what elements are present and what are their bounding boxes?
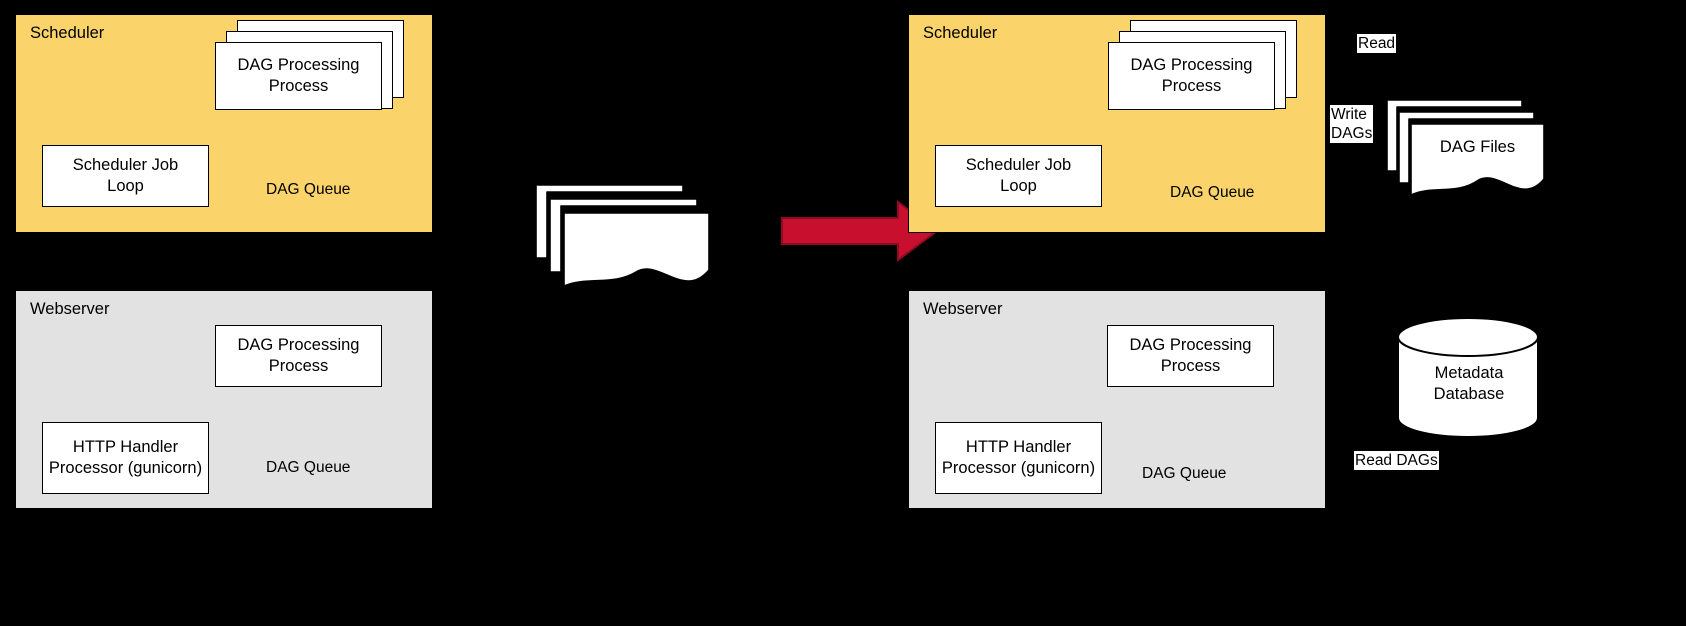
left-scheduler-dag-processing-label: DAG Processing Process	[237, 56, 360, 95]
right-scheduler-dag-processing-process[interactable]: DAG Processing Process	[1108, 42, 1275, 110]
metadata-database-label: Metadata Database	[1433, 364, 1505, 403]
dag-files-shape	[1386, 99, 1545, 197]
left-webserver-dag-processing-label: DAG Processing Process	[237, 336, 360, 375]
database-cylinder-icon	[1397, 317, 1539, 439]
right-scheduler-dag-queue-label: DAG Queue	[1170, 184, 1255, 201]
left-webserver-http-handler-label: HTTP Handler Processor (gunicorn)	[48, 438, 203, 477]
edge-label-read-dags: Read DAGs	[1354, 451, 1439, 470]
right-webserver-dag-queue-label: DAG Queue	[1142, 465, 1227, 482]
right-scheduler-job-loop[interactable]: Scheduler Job Loop	[935, 145, 1102, 207]
left-webserver-dag-queue-label: DAG Queue	[266, 459, 351, 476]
left-webserver-title: Webserver	[30, 300, 110, 318]
right-scheduler-job-loop-label: Scheduler Job Loop	[965, 156, 1072, 195]
transition-arrow-icon	[781, 200, 939, 262]
left-scheduler-job-loop[interactable]: Scheduler Job Loop	[42, 145, 209, 207]
right-dag-files-label: DAG Files	[1439, 138, 1516, 156]
left-scheduler-title: Scheduler	[30, 24, 105, 42]
left-webserver-http-handler[interactable]: HTTP Handler Processor (gunicorn)	[42, 422, 209, 494]
right-webserver-title: Webserver	[923, 300, 1003, 318]
edge-label-read: Read	[1357, 34, 1397, 53]
right-webserver-dag-processing-process[interactable]: DAG Processing Process	[1107, 325, 1274, 387]
right-webserver-dag-processing-label: DAG Processing Process	[1129, 336, 1252, 375]
left-scheduler-job-loop-label: Scheduler Job Loop	[72, 156, 179, 195]
left-scheduler-dag-queue-label: DAG Queue	[266, 181, 351, 198]
left-scheduler-dag-processing-process[interactable]: DAG Processing Process	[215, 42, 382, 110]
dag-files-shape	[535, 184, 710, 288]
left-webserver-dag-processing-process[interactable]: DAG Processing Process	[215, 325, 382, 387]
right-scheduler-dag-processing-label: DAG Processing Process	[1130, 56, 1253, 95]
metadata-database[interactable]: Metadata Database	[1395, 315, 1543, 440]
right-webserver-http-handler[interactable]: HTTP Handler Processor (gunicorn)	[935, 422, 1102, 494]
center-dag-files[interactable]	[533, 180, 711, 290]
right-dag-files[interactable]: DAG Files	[1384, 95, 1546, 205]
right-scheduler-title: Scheduler	[923, 24, 998, 42]
edge-label-write-dags: Write DAGs	[1330, 105, 1374, 143]
right-webserver-http-handler-label: HTTP Handler Processor (gunicorn)	[941, 438, 1096, 477]
